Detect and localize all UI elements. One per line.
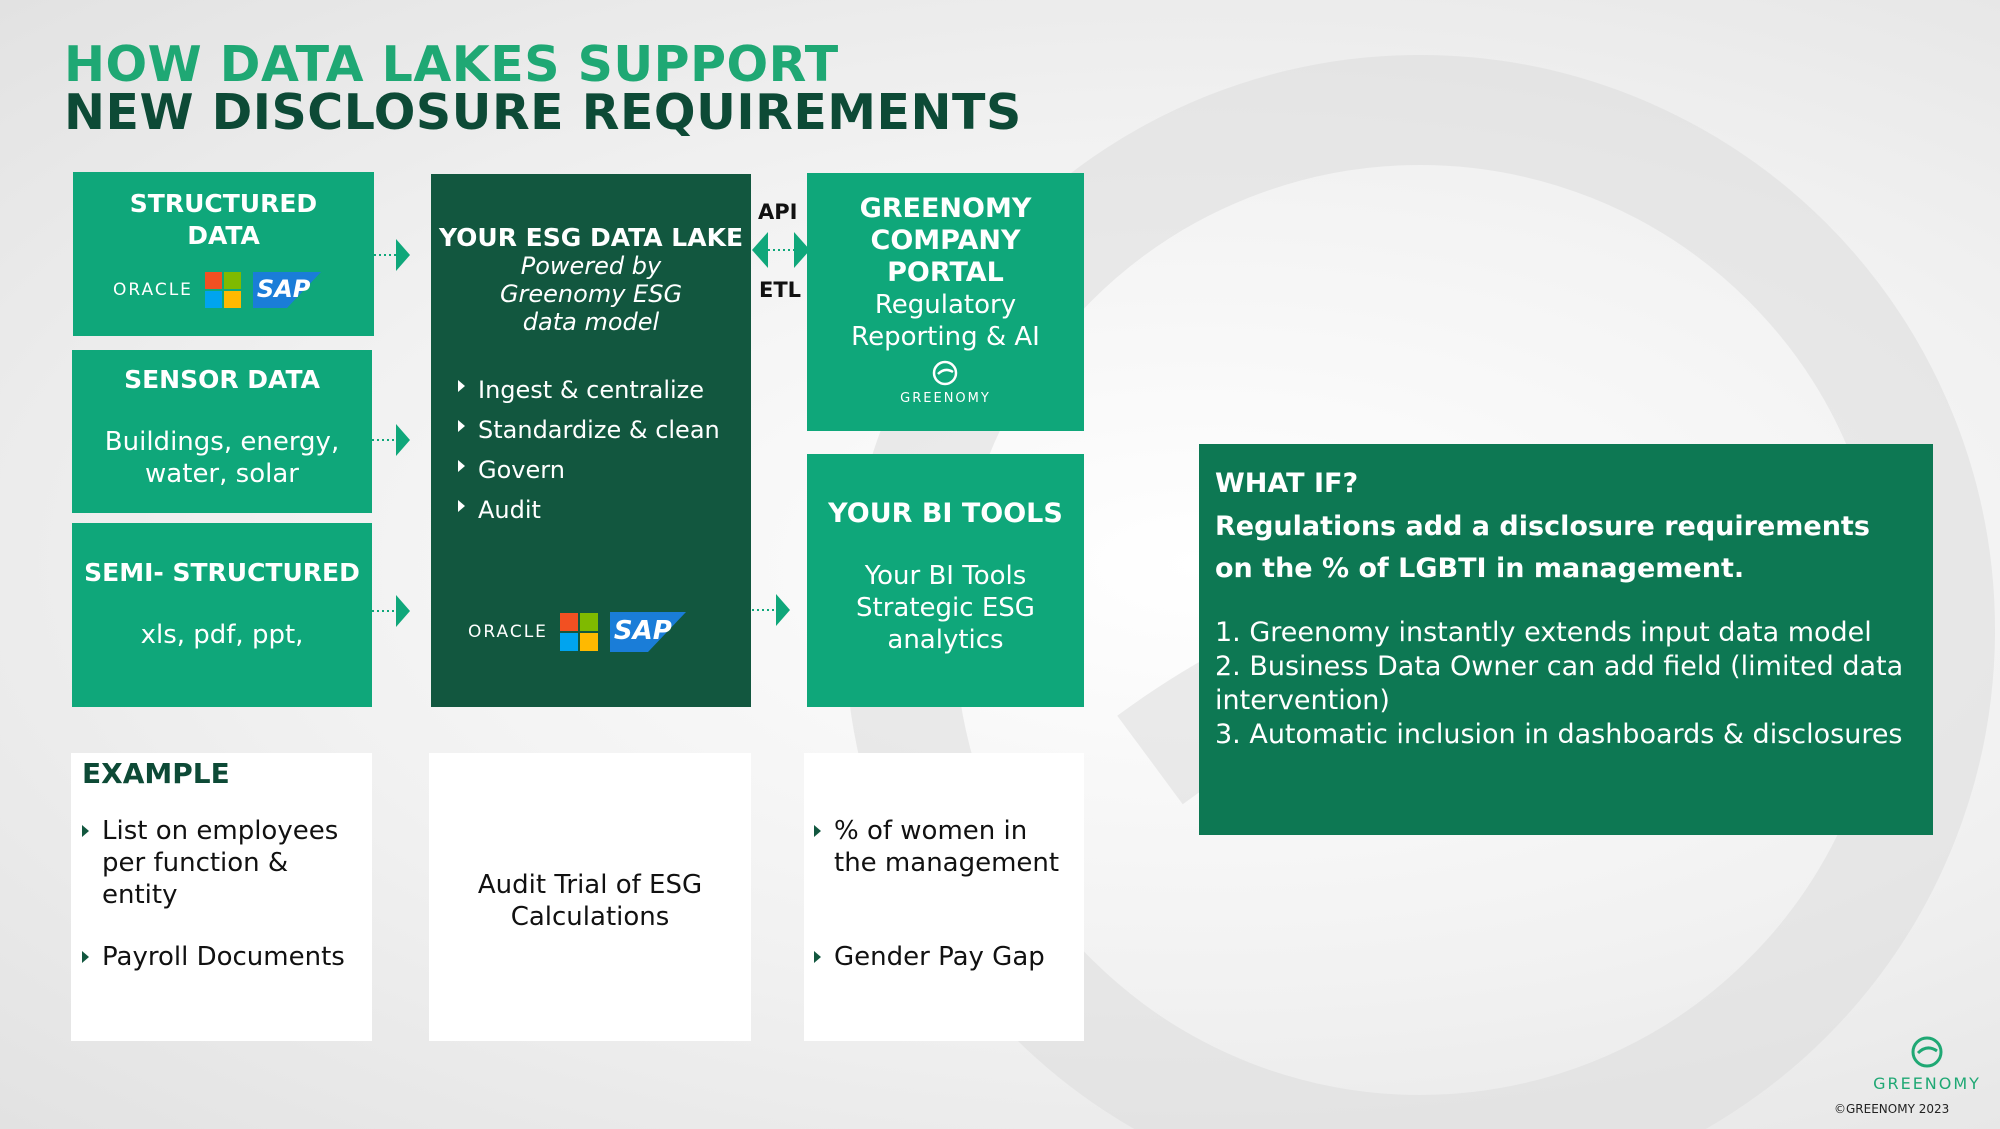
portal-title-2: COMPANY: [870, 225, 1021, 256]
data-lake-bullet: Standardize & clean: [458, 410, 720, 450]
example-left-bullets: List on employees per function & entity …: [82, 815, 360, 973]
arrow-lake-to-bi: [752, 594, 790, 626]
semi-structured-box: SEMI- STRUCTURED xls, pdf, ppt,: [72, 523, 372, 707]
semi-structured-title: SEMI- STRUCTURED: [84, 558, 360, 587]
arrow-sensor-to-lake: [372, 424, 410, 456]
sensor-data-box: SENSOR DATA Buildings, energy, water, so…: [72, 350, 372, 513]
example-left-bullet: List on employees per function & entity: [82, 815, 360, 911]
portal-body-2: Reporting & AI: [851, 322, 1040, 352]
example-center-box: Audit Trial of ESG Calculations: [429, 753, 751, 1041]
data-lake-subtitle-1: Powered by: [520, 252, 662, 280]
bidirectional-arrow-icon: [752, 232, 810, 268]
example-heading: EXAMPLE: [82, 757, 230, 790]
sensor-data-body: Buildings, energy, water, solar: [104, 427, 340, 489]
triangle-bullet-icon: [82, 825, 89, 837]
example-left-bullet: Payroll Documents: [82, 941, 360, 973]
api-label: API: [758, 200, 798, 224]
bi-tools-body-1: Your BI Tools: [864, 561, 1027, 591]
example-right-bullet: % of women in the management: [814, 815, 1076, 879]
data-lake-bullet: Audit: [458, 490, 720, 530]
arrow-structured-to-lake: [374, 239, 410, 271]
what-if-item: 1. Greenomy instantly extends input data…: [1215, 617, 1872, 648]
example-right-bullet: Gender Pay Gap: [814, 941, 1076, 973]
portal-logo-text: GREENOMY: [900, 391, 991, 406]
portal-title-1: GREENOMY: [859, 193, 1032, 224]
greenomy-logo-icon: [932, 360, 958, 386]
data-lake-subtitle-3: data model: [522, 308, 660, 336]
data-lake-bullet: Govern: [458, 450, 720, 490]
microsoft-logo-icon: [559, 613, 598, 651]
etl-label: ETL: [759, 278, 802, 302]
what-if-heading: WHAT IF?: [1215, 468, 1359, 499]
structured-logos: ORACLE SAP: [113, 272, 321, 308]
triangle-bullet-icon: [82, 951, 89, 963]
triangle-bullet-icon: [814, 825, 821, 837]
semi-structured-body: xls, pdf, ppt,: [140, 620, 304, 650]
sensor-data-title: SENSOR DATA: [124, 365, 320, 394]
bi-tools-body-3: analytics: [887, 625, 1004, 655]
structured-data-box: STRUCTURED DATA ORACLE SAP: [73, 172, 374, 336]
example-center-line-1: Audit Trial of ESG: [477, 870, 703, 900]
what-if-box: WHAT IF? Regulations add a disclosure re…: [1199, 444, 1933, 835]
structured-data-title: STRUCTURED DATA: [129, 189, 318, 250]
bi-tools-box: YOUR BI TOOLS Your BI Tools Strategic ES…: [807, 454, 1084, 707]
microsoft-logo-icon: [204, 272, 241, 308]
footer-logo: GREENOMY: [1869, 1034, 1985, 1093]
title-line-2: NEW DISCLOSURE REQUIREMENTS: [64, 84, 1022, 141]
data-lake-bullets: Ingest & centralize Standardize & clean …: [458, 370, 720, 530]
triangle-bullet-icon: [458, 500, 465, 512]
sap-logo: SAP: [609, 612, 686, 652]
bi-tools-title: YOUR BI TOOLS: [828, 498, 1063, 529]
data-lake-title: YOUR ESG DATA LAKE: [438, 223, 744, 252]
example-right-box: % of women in the management Gender Pay …: [804, 753, 1084, 1041]
arrow-semi-to-lake: [372, 595, 410, 627]
what-if-list: 1. Greenomy instantly extends input data…: [1215, 616, 1917, 752]
portal-title-3: PORTAL: [887, 257, 1004, 288]
data-lake-subtitle-2: Greenomy ESG: [499, 280, 683, 308]
title-line-1: HOW DATA LAKES SUPPORT: [64, 36, 839, 93]
example-left-box: EXAMPLE List on employees per function &…: [71, 753, 372, 1041]
example-right-bullets: % of women in the management Gender Pay …: [814, 815, 1076, 973]
triangle-bullet-icon: [458, 420, 465, 432]
portal-body-1: Regulatory: [874, 290, 1017, 320]
footer-brand: GREENOMY: [1873, 1074, 1981, 1093]
bi-tools-body-2: Strategic ESG: [856, 593, 1035, 623]
data-lake-logos: ORACLE SAP: [468, 612, 686, 652]
triangle-bullet-icon: [814, 951, 821, 963]
data-lake-bullet: Ingest & centralize: [458, 370, 720, 410]
greenomy-logo-icon: [1911, 1036, 1943, 1068]
copyright-text: ©GREENOMY 2023: [1834, 1102, 1950, 1116]
what-if-item: 3. Automatic inclusion in dashboards & d…: [1215, 719, 1903, 750]
example-center-line-2: Calculations: [510, 902, 670, 932]
esg-data-lake-box: YOUR ESG DATA LAKE Powered by Greenomy E…: [431, 174, 751, 707]
triangle-bullet-icon: [458, 460, 465, 472]
sap-logo: SAP: [252, 272, 321, 308]
what-if-lead: Regulations add a disclosure requirement…: [1215, 511, 1870, 584]
oracle-logo: ORACLE: [113, 280, 193, 300]
company-portal-box: GREENOMY COMPANY PORTAL Regulatory Repor…: [807, 173, 1084, 431]
triangle-bullet-icon: [458, 380, 465, 392]
oracle-logo: ORACLE: [468, 622, 548, 642]
what-if-item: 2. Business Data Owner can add field (li…: [1215, 651, 1904, 716]
